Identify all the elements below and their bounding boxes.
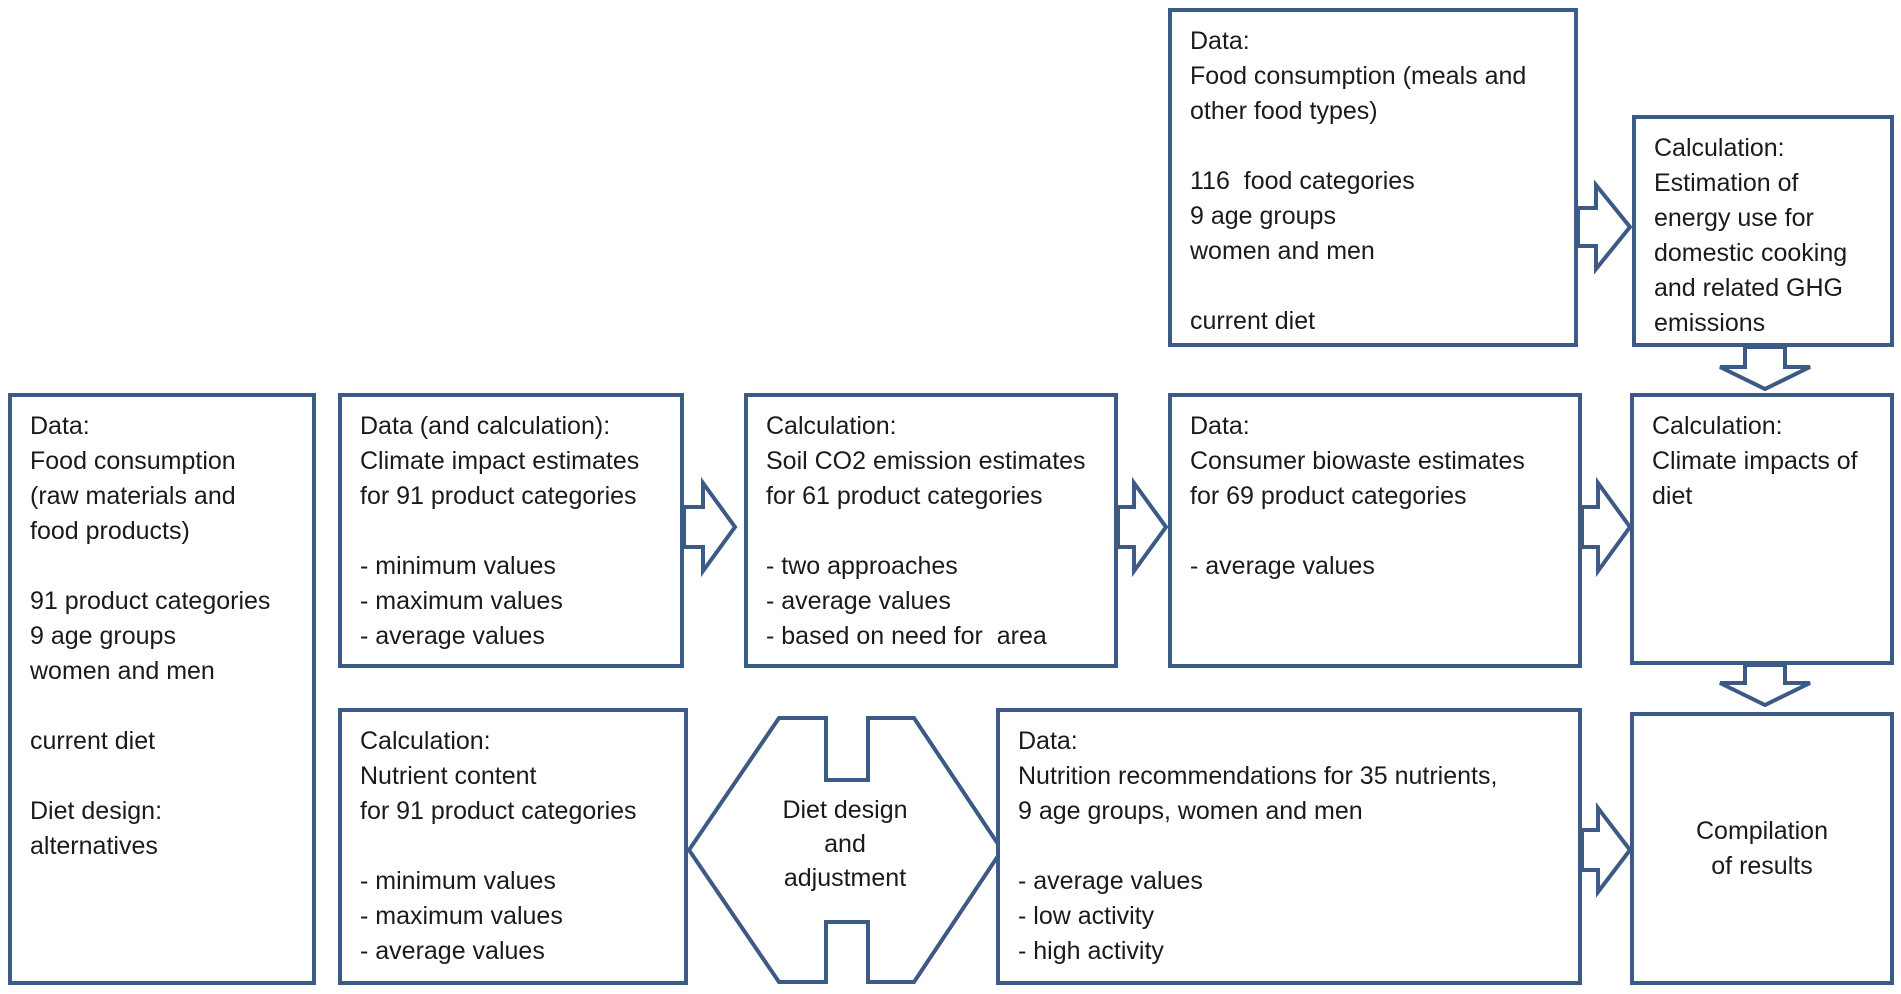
box-text-line [1190, 269, 1574, 304]
box-text-line: - average values [1190, 552, 1375, 580]
box-text-line [766, 514, 1114, 549]
box-text-line: Data (and calculation): [360, 412, 611, 440]
box-text-line: Climate impact estimates [360, 447, 640, 475]
box-text-line [1018, 829, 1578, 864]
box-text-line [1190, 129, 1574, 164]
box-text-line: Nutrition recommendations for 35 nutrien… [1018, 762, 1498, 790]
box-text-line: Nutrient content [360, 762, 537, 790]
box-text-line: - high activity [1018, 937, 1164, 965]
box-text-line: Soil CO2 emission estimates [766, 447, 1086, 475]
box-text-line: 91 product categories [30, 587, 271, 615]
box-text-line: food products) [30, 517, 190, 545]
box-nutrient-content-calculation: Calculation: Nutrient content for 91 pro… [338, 708, 688, 985]
arrow-right-1 [1576, 179, 1633, 275]
arrow-right-2 [682, 476, 738, 578]
box-climate-impact-estimates: Data (and calculation): Climate impact e… [338, 393, 684, 668]
box-text-line: - average values [360, 937, 545, 965]
arrow-down-2 [1719, 663, 1811, 708]
box-text-line: emissions [1654, 309, 1766, 337]
box-text-line: energy use for [1654, 204, 1814, 232]
box-text-line: 9 age groups [1190, 202, 1336, 230]
box-text-line: Calculation: [766, 412, 897, 440]
box-text-line: for 91 product categories [360, 797, 637, 825]
box-text-line: diet [1652, 482, 1693, 510]
box-text-line: Data: [1190, 412, 1250, 440]
arrow-down-1 [1719, 345, 1811, 392]
box-text-line [30, 689, 312, 724]
box-text-line: 9 age groups [30, 622, 176, 650]
box-text-line: women and men [1190, 237, 1375, 265]
box-text-line: - based on need for area [766, 622, 1047, 650]
arrow-right-4 [1580, 476, 1633, 578]
box-text-line: alternatives [30, 832, 158, 860]
box-climate-impacts-calculation: Calculation: Climate impacts of diet [1630, 393, 1894, 665]
box-text-line: women and men [30, 657, 215, 685]
box-text-line: Estimation of [1654, 169, 1799, 197]
box-text-line [360, 514, 680, 549]
box-text-line [30, 549, 312, 584]
box-text-line: - two approaches [766, 552, 958, 580]
arrow-right-5 [1580, 802, 1633, 898]
box-text-line: of results [1711, 851, 1813, 880]
box-text-line: Food consumption (meals and [1190, 62, 1527, 90]
box-text-line: for 91 product categories [360, 482, 637, 510]
box-text-line: adjustment [783, 864, 907, 892]
box-text-line [30, 759, 312, 794]
box-soil-co2-calculation: Calculation: Soil CO2 emission estimates… [744, 393, 1118, 668]
box-text-line: for 69 product categories [1190, 482, 1467, 510]
box-text-line: - low activity [1018, 902, 1155, 930]
box-text-line: 116 food categories [1190, 167, 1415, 195]
box-text-line: and related GHG [1654, 274, 1843, 302]
box-text-line: - average values [360, 622, 545, 650]
box-text-line: - minimum values [360, 552, 556, 580]
box-text-line: - maximum values [360, 902, 563, 930]
box-text-line: Data: [1190, 27, 1250, 55]
box-text-line: Diet design: [30, 797, 163, 825]
box-text-line: (raw materials and [30, 482, 236, 510]
box-nutrition-recommendations: Data: Nutrition recommendations for 35 n… [996, 708, 1582, 985]
box-text-line: Diet design [782, 796, 908, 824]
box-text-line: Calculation: [1652, 412, 1783, 440]
box-text-line: Climate impacts of [1652, 447, 1858, 475]
box-text-line: other food types) [1190, 97, 1378, 125]
box-text-line: 9 age groups, women and men [1018, 797, 1363, 825]
box-text-line: Food consumption [30, 447, 236, 475]
box-cooking-energy-calculation: Calculation: Estimation of energy use fo… [1632, 115, 1894, 347]
box-text-line [360, 829, 684, 864]
box-compilation-of-results: Compilation of results [1630, 712, 1894, 985]
box-food-consumption-meals: Data: Food consumption (meals and other … [1168, 8, 1578, 347]
box-text-line: Data: [1018, 727, 1078, 755]
box-text-line [1190, 514, 1578, 549]
diamond-label: Diet design and adjustment [745, 793, 945, 895]
box-text-line: domestic cooking [1654, 239, 1848, 267]
box-food-consumption-raw: Data: Food consumption (raw materials an… [8, 393, 316, 985]
box-text-line: current diet [30, 727, 156, 755]
box-text-line: Compilation [1695, 816, 1828, 845]
arrow-right-3 [1116, 476, 1169, 578]
box-text-line: and [824, 830, 866, 858]
box-consumer-biowaste: Data: Consumer biowaste estimates for 69… [1168, 393, 1582, 668]
box-text-line: - average values [766, 587, 951, 615]
box-text-line: Consumer biowaste estimates [1190, 447, 1525, 475]
box-text-line: current diet [1190, 307, 1316, 335]
box-text-line: for 61 product categories [766, 482, 1043, 510]
box-text-line: Data: [30, 412, 90, 440]
box-text-line: - average values [1018, 867, 1203, 895]
box-text-line: Calculation: [360, 727, 491, 755]
box-text-line: - maximum values [360, 587, 563, 615]
box-text-line: - minimum values [360, 867, 556, 895]
box-text-line: Calculation: [1654, 134, 1785, 162]
